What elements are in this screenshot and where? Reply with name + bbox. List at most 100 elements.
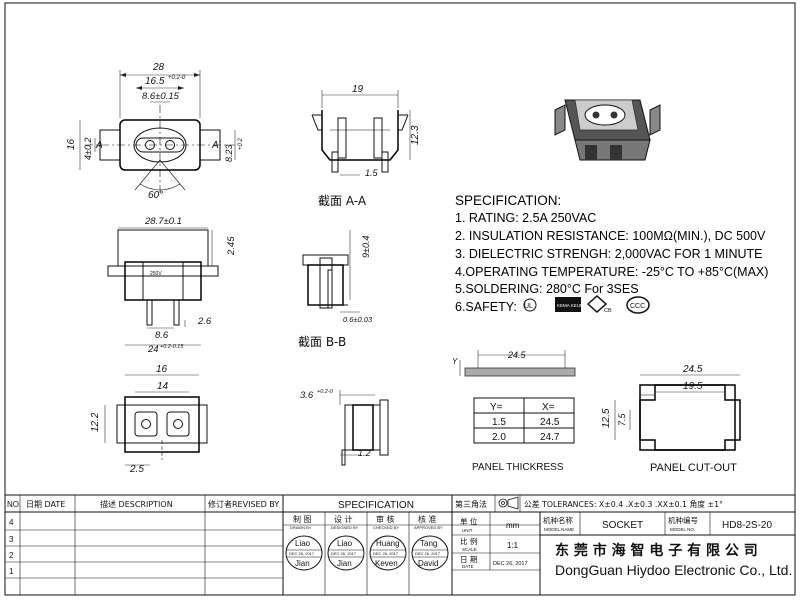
panel-table-cell: 2.0	[492, 432, 506, 443]
bottom-width-dim: 16	[156, 364, 168, 375]
unit-value: mm	[506, 521, 520, 530]
panel-cutout-label: PANEL CUT-OUT	[650, 462, 737, 474]
product-render	[554, 99, 661, 161]
specification-block: SPECIFICATION: 1. RATING: 2.5A 250VAC 2.…	[455, 193, 768, 314]
kema-keur-mark-icon: KEMA KEUR	[555, 297, 584, 312]
role-checked-en: CHECKED BY	[373, 525, 399, 530]
section-a-label: A	[95, 140, 103, 151]
spec-item-3: 3. DIELECTRIC STRENGH: 2,000VAC FOR 1 MI…	[455, 247, 762, 261]
top-center-dim: 16.5	[145, 76, 165, 87]
safety-marks: UL KEMA KEUR CB CCC	[523, 294, 650, 314]
role-checked-cn: 审 核	[376, 514, 395, 524]
unit-en: UNIT	[462, 528, 473, 533]
panel-table-header-x: X=	[542, 402, 555, 413]
company-name-en: DongGuan Hiydoo Electronic Co., Ltd.	[555, 562, 792, 578]
panel-table-cell: 1.5	[492, 417, 506, 428]
bottom-offset-dim: 2.5	[129, 464, 144, 475]
date-cn: 日 期	[460, 555, 477, 564]
top-right-dim: 8.23	[224, 144, 234, 162]
title-block	[5, 494, 795, 595]
model-name-value: SOCKET	[602, 520, 643, 531]
model-no-en: MODEL NO.	[670, 527, 695, 532]
front-bottom-dim: 24	[147, 344, 159, 355]
stamp-bottom: Keven	[375, 559, 398, 568]
bottom-inner-dim: 14	[157, 381, 169, 392]
rev-row-3: 3	[9, 535, 14, 544]
spec-item-2: 2. INSULATION RESISTANCE: 100MΩ(MIN.), D…	[455, 229, 766, 243]
stamp-drawn: Liao DEC 26, 2017 Jian	[285, 535, 323, 571]
stamp-top: Tang	[420, 539, 437, 548]
stamp-top: Liao	[337, 539, 353, 548]
section-aa-title: 截面 A-A	[318, 194, 367, 208]
spec-title: SPECIFICATION:	[455, 193, 561, 208]
date-en: DATE	[462, 564, 474, 569]
stamp-bottom: Jian	[295, 559, 310, 568]
model-name-en: MODEL NAME	[544, 527, 574, 532]
top-pin-dim: 8.6±0.15	[142, 91, 180, 102]
stamp-bottom: Jian	[337, 559, 352, 568]
spec-header: SPECIFICATION	[338, 500, 414, 511]
panel-table-cell: 24.7	[540, 432, 560, 443]
section-a2-label: A'	[211, 140, 222, 151]
top-height-dim: 16	[66, 138, 77, 150]
description-header: 描述 DESCRIPTION	[100, 499, 173, 509]
aa-foot-dim: 1.5	[365, 168, 379, 178]
projection-symbol-icon	[498, 496, 519, 510]
rev-row-2: 2	[9, 551, 14, 560]
drawing-border	[4, 2, 796, 596]
front-height-dim: 2.45	[226, 236, 237, 256]
svg-text:CB: CB	[604, 308, 612, 314]
front-pinx-dim: 8.6	[155, 330, 169, 341]
revised-by-header: 修订者REVISED BY	[208, 499, 279, 509]
front-view: 250V	[107, 227, 219, 346]
spec-item-4: 4.OPERATING TEMPERATURE: -25°C TO +85°C(…	[455, 265, 768, 279]
side-view	[339, 390, 389, 466]
model-no-value: HD8-2S-20	[722, 520, 772, 531]
stamp-checked: Huang DEC 26, 2017 Keven	[369, 535, 407, 571]
side-width-dim: 3.6	[300, 390, 314, 401]
panel-thickness-dim: 24.5	[507, 350, 527, 360]
stamp-date: DEC 26, 2017	[415, 551, 441, 556]
stamp-date: DEC 26, 2017	[331, 551, 357, 556]
panel-table-cell: 24.5	[540, 417, 560, 428]
cutout-outer-dim: 24.5	[682, 364, 703, 375]
role-drawn-en: DRAWN BY	[290, 525, 312, 530]
section-bb-title: 截面 B-B	[298, 335, 346, 349]
side-width-tol: +0.2-0	[317, 389, 334, 395]
top-angle-dim: 60°	[148, 190, 163, 201]
cb-mark-icon: CB	[586, 294, 612, 314]
panel-table-header-y: Y=	[490, 402, 503, 413]
aa-width-dim: 19	[352, 84, 364, 95]
unit-cn: 单 位	[460, 516, 478, 526]
front-pinh-dim: 2.6	[197, 316, 212, 327]
panel-table: Y= X= 1.5 24.5 2.0 24.7	[473, 397, 575, 444]
tolerances: 公差 TOLERANCES: X±0.4 .X±0.3 .XX±0.1 角度 ±…	[524, 499, 723, 509]
bb-height-dim: 9±0.4	[361, 236, 371, 258]
top-width-dim: 28	[152, 62, 165, 73]
bottom-view	[104, 374, 208, 466]
projection-label: 第三角法	[455, 499, 487, 509]
stamp-date: DEC 26, 2017	[289, 551, 315, 556]
front-width-dim: 28.7±0.1	[144, 216, 182, 227]
top-left-dim: 4±0.2	[83, 138, 93, 160]
bb-thickness-dim: 0.6±0.03	[343, 315, 373, 324]
panel-thickness-drawing	[459, 350, 576, 377]
stamp-bottom: David	[418, 559, 438, 568]
stamp-designed: Liao DEC 26, 2017 Jian	[327, 535, 365, 571]
model-no-cn: 机种编号	[668, 515, 698, 525]
rev-no-header: NO.	[7, 500, 21, 509]
scale-value: 1:1	[507, 541, 519, 550]
cutout-inner-dim: 19.5	[683, 381, 703, 392]
stamp-top: Huang	[376, 539, 400, 548]
model-name-cn: 机种名称	[543, 515, 573, 525]
section-bb-view	[302, 230, 360, 313]
spec-item-5: 5.SOLDERING: 280°C For 3SES	[455, 282, 639, 296]
company-name-cn: 东 莞 市 海 智 电 子 有 限 公 司	[555, 542, 758, 559]
panel-y-label: Y	[452, 357, 458, 366]
stamp-top: Liao	[295, 539, 311, 548]
stamp-date: DEC 26, 2017	[373, 551, 399, 556]
panel-thickness-label: PANEL THICKRESS	[472, 462, 564, 473]
side-foot-dim: 1.2	[358, 448, 371, 458]
role-designed-en: DESIGNED BY	[331, 525, 359, 530]
